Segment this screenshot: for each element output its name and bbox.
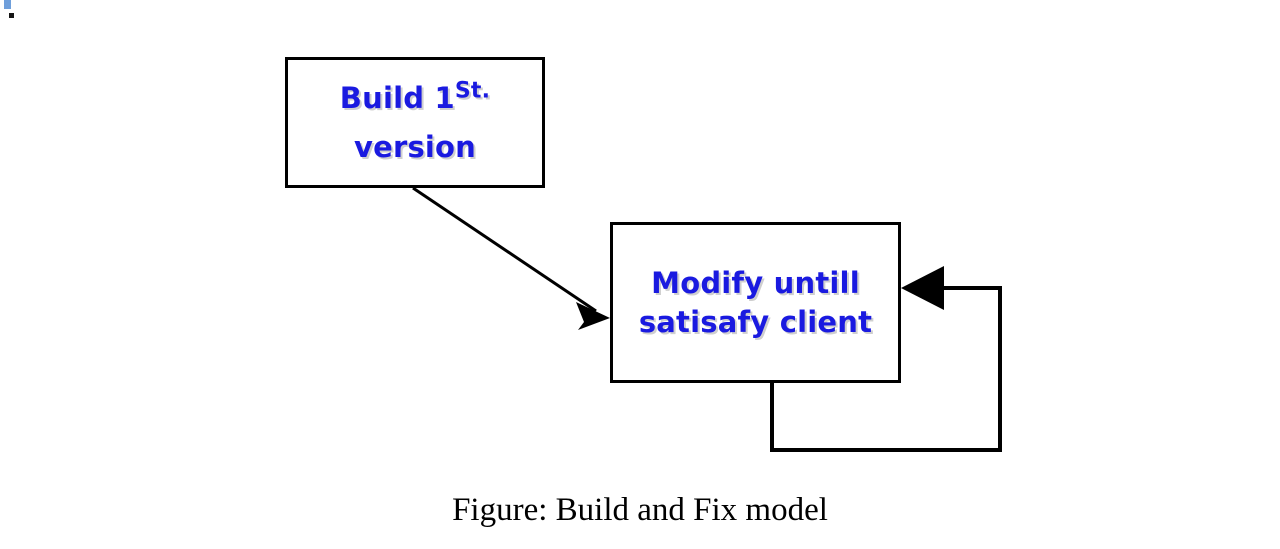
figure-caption: Figure: Build and Fix model	[452, 492, 828, 528]
node-build-first-version-line-2: version	[353, 129, 477, 164]
node-modify-until-satisfy-client-line-1: Modify untill	[651, 265, 860, 300]
node-build-first-version-superscript: St.	[454, 77, 491, 103]
node-build-first-version-line-1: Build 1St.	[339, 79, 490, 115]
node-build-first-version[interactable]: Build 1St. version	[285, 57, 545, 188]
stray-period-mark	[9, 13, 14, 18]
connector-modify-feedback-loop-path	[770, 286, 1002, 452]
node-modify-until-satisfy-client[interactable]: Modify untill satisafy client	[610, 222, 901, 383]
stray-blue-artifact	[4, 0, 11, 9]
connector-modify-feedback-loop-arrowhead	[901, 266, 944, 310]
node-build-first-version-main-text: Build 1	[339, 80, 455, 115]
connector-build-to-modify-line	[412, 186, 597, 313]
connector-build-to-modify	[412, 186, 610, 330]
connector-build-to-modify-arrowhead	[576, 302, 610, 330]
connector-modify-feedback-loop	[770, 266, 1002, 452]
node-modify-until-satisfy-client-line-2: satisafy client	[638, 304, 873, 339]
